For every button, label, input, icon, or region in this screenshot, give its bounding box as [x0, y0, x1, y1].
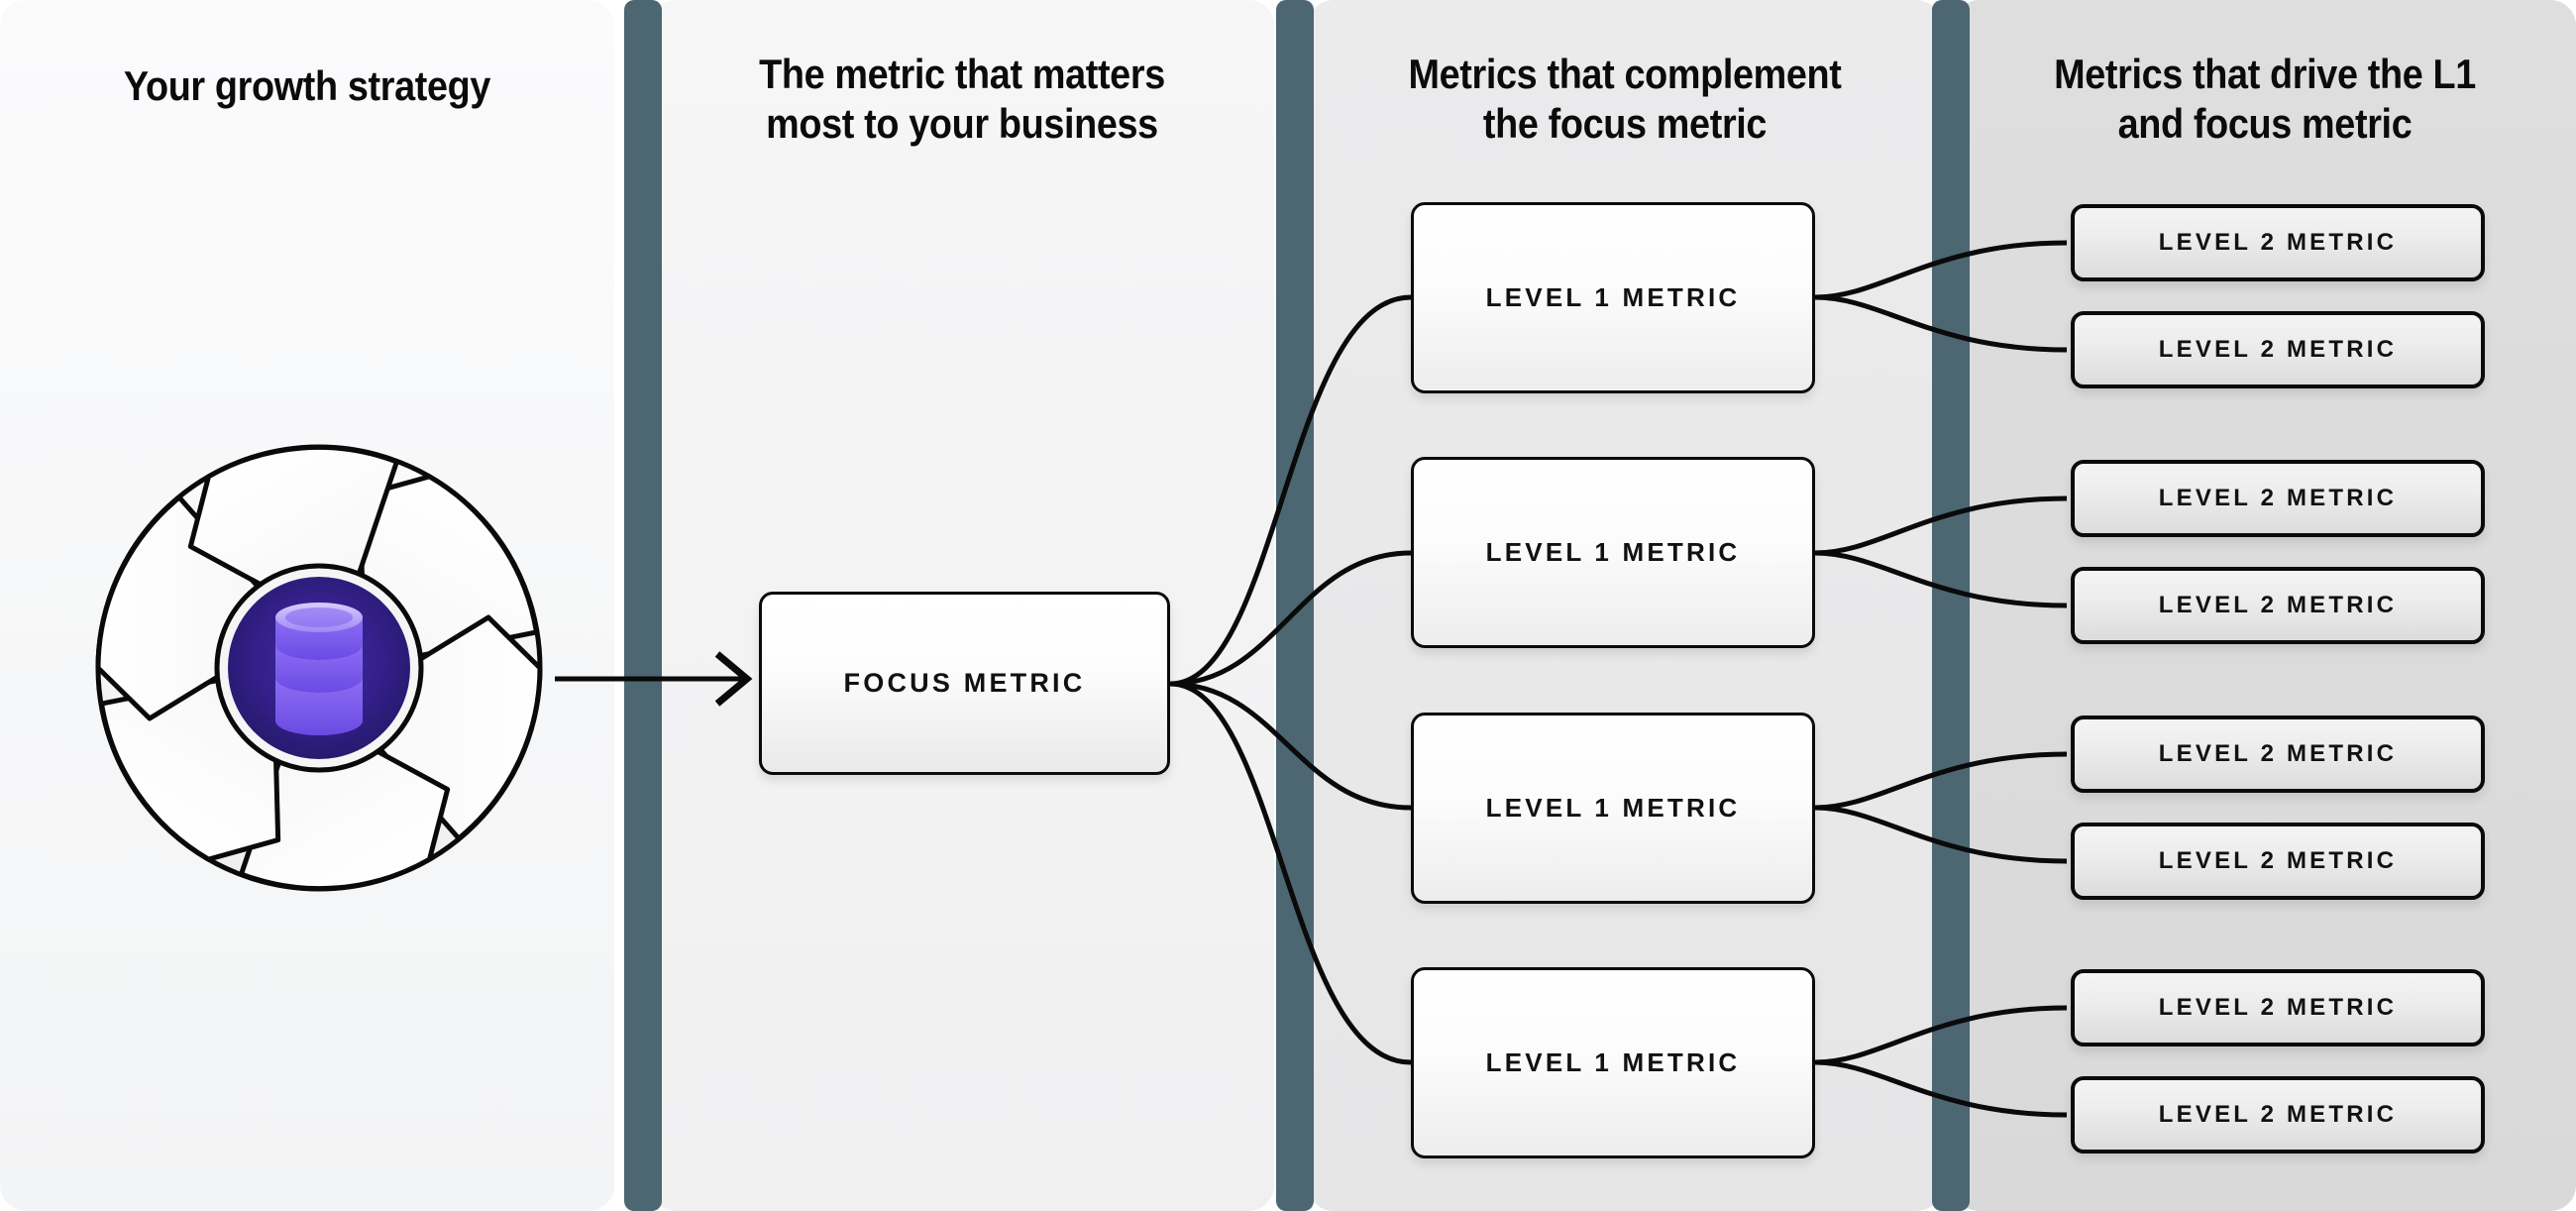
level1-metric-box[interactable]: LEVEL 1 METRIC — [1411, 967, 1815, 1158]
level2-metric-box[interactable]: LEVEL 2 METRIC — [2071, 460, 2485, 537]
column-divider-2 — [1276, 0, 1314, 1211]
level2-metric-box[interactable]: LEVEL 2 METRIC — [2071, 823, 2485, 900]
level2-metric-box[interactable]: LEVEL 2 METRIC — [2071, 204, 2485, 281]
level1-metric-box[interactable]: LEVEL 1 METRIC — [1411, 457, 1815, 648]
column-divider-1 — [624, 0, 662, 1211]
level2-metric-box[interactable]: LEVEL 2 METRIC — [2071, 716, 2485, 793]
aperture-database-icon — [95, 444, 543, 892]
level1-metric-box[interactable]: LEVEL 1 METRIC — [1411, 713, 1815, 904]
database-glyph — [275, 603, 363, 735]
level2-metric-box[interactable]: LEVEL 2 METRIC — [2071, 969, 2485, 1046]
level2-metric-box[interactable]: LEVEL 2 METRIC — [2071, 567, 2485, 644]
column-header-strategy: Your growth strategy — [123, 62, 491, 109]
level1-metric-box[interactable]: LEVEL 1 METRIC — [1411, 202, 1815, 393]
focus-metric-box[interactable]: FOCUS METRIC — [759, 592, 1170, 775]
level2-metric-box[interactable]: LEVEL 2 METRIC — [2071, 1076, 2485, 1154]
column-divider-3 — [1932, 0, 1970, 1211]
level2-metric-box[interactable]: LEVEL 2 METRIC — [2071, 311, 2485, 388]
